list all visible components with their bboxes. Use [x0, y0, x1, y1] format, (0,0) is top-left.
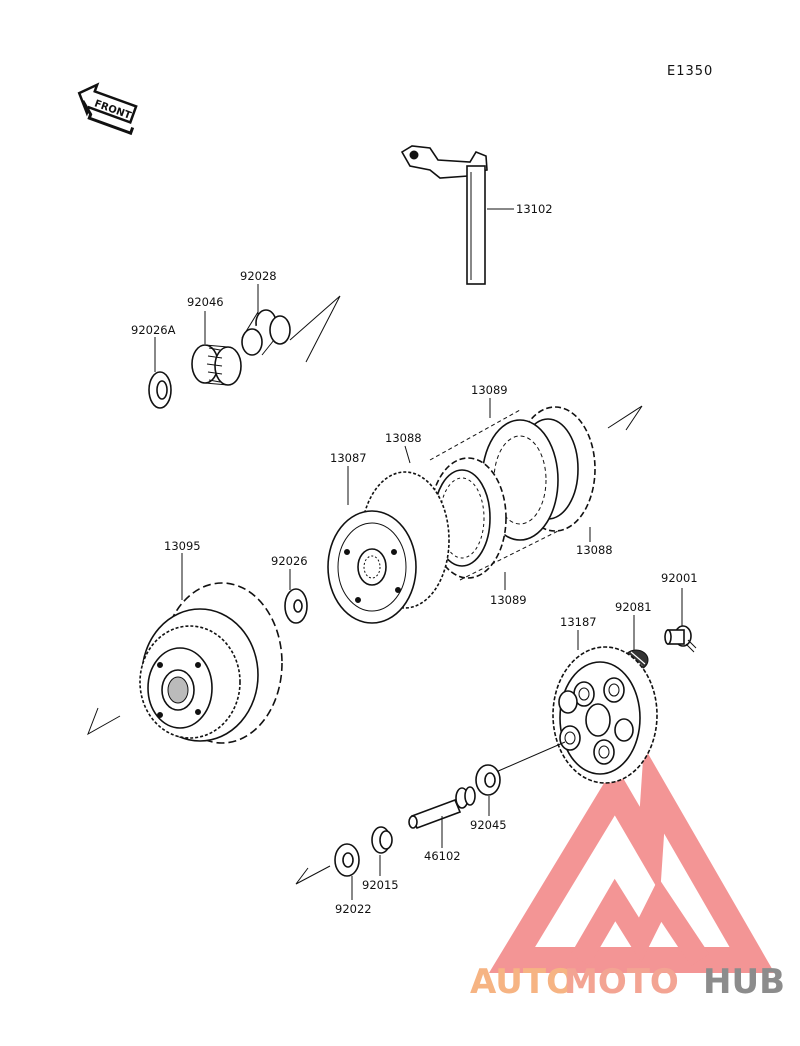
label-13089-top: 13089: [471, 383, 508, 397]
label-92046: 92046: [187, 295, 224, 309]
label-13089-bottom: 13089: [490, 593, 527, 607]
washer-92026: [284, 588, 308, 624]
clutch-plates-stack: [429, 406, 596, 581]
pressure-plate-13187: [552, 646, 658, 784]
watermark-hub: HUB: [703, 962, 785, 1002]
label-13087: 13087: [330, 451, 367, 465]
washer-92022: [334, 843, 360, 877]
watermark-auto: AUTO: [470, 962, 575, 1002]
label-92045: 92045: [470, 818, 507, 832]
label-13088-top: 13088: [385, 431, 422, 445]
clutch-housing-13095: [139, 582, 283, 744]
watermark-logo-icon: [488, 746, 775, 973]
diagram-code: E1350: [667, 64, 713, 79]
label-92026a: 92026A: [131, 323, 176, 337]
label-92081: 92081: [615, 600, 652, 614]
label-46102: 46102: [424, 849, 461, 863]
label-92022: 92022: [335, 902, 372, 916]
label-13088-bottom: 13088: [576, 543, 613, 557]
label-13187: 13187: [560, 615, 597, 629]
label-13102: 13102: [516, 202, 553, 216]
washer-92026a: [148, 371, 172, 409]
bearing-92045: [475, 764, 501, 796]
bolt-92001: [664, 625, 697, 653]
front-arrow-icon: FRONT: [77, 82, 138, 136]
label-92001: 92001: [661, 571, 698, 585]
nut-92015: [371, 826, 393, 854]
label-13095: 13095: [164, 539, 201, 553]
needle-bearing-92046: [191, 344, 242, 386]
label-92028: 92028: [240, 269, 277, 283]
collar-92028: [241, 309, 291, 358]
watermark-moto: MOTO: [564, 962, 679, 1002]
clutch-hub-13087: [327, 471, 450, 624]
release-lever-13102: [400, 145, 488, 285]
label-92026: 92026: [271, 554, 308, 568]
watermark-text: AUTO MOTO HUB: [470, 962, 785, 1002]
push-piece-46102: [408, 786, 476, 830]
label-92015: 92015: [362, 878, 399, 892]
